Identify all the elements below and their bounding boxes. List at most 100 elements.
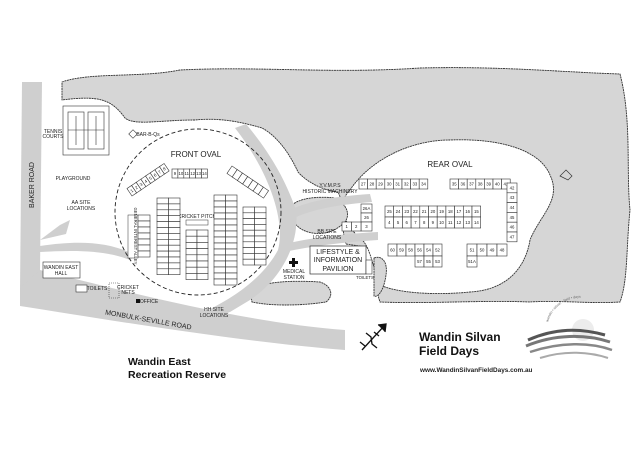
front-site [137,226,151,234]
site-number: 16 [465,209,470,214]
front-site [196,229,209,237]
site-number: 10 [439,220,444,225]
front-site [196,260,209,268]
front-site [185,254,198,262]
front-site [254,258,267,266]
front-site [168,250,181,258]
event-url[interactable]: www.WandinSilvanFieldDays.com.au [419,367,533,374]
front-site [225,230,238,238]
front-site [137,220,151,228]
front-site [168,209,181,217]
tennis-courts [62,105,110,156]
site-number: 34 [421,182,426,187]
bb-sites-label-2: LOCATIONS [313,235,342,241]
front-site [213,218,226,226]
front-site [242,229,255,237]
site-number: 20 [430,209,435,214]
site-number: 26 [364,215,369,220]
front-site [156,250,169,258]
site-number: 7 [414,220,417,225]
front-site [168,221,181,228]
front-site [213,212,226,220]
front-site [225,206,238,214]
internal-road-west [40,242,135,260]
site-number: 40 [495,182,500,187]
front-site [213,230,226,238]
site-47 [506,231,518,243]
pavilion-label-2: INFORMATION [314,257,362,264]
site-2 [351,221,362,232]
front-site [196,242,209,249]
front-site [168,262,181,270]
hh-sites-label: HH SITE [204,307,224,313]
front-site [225,212,238,220]
site-number: 50 [480,248,485,253]
front-site [225,236,238,244]
site-number: 54 [426,248,431,253]
front-site [213,248,226,256]
site-number: 41 [504,182,509,187]
site-number: 3 [139,181,144,187]
front-site [156,268,169,275]
site-number: 11 [185,171,190,176]
front-site [213,254,226,262]
site-number: 7 [157,169,162,175]
site-number: 55 [426,259,431,264]
site-number: 19 [439,209,444,214]
front-site [168,227,181,234]
front-site [185,242,198,249]
front-site [225,248,238,256]
front-site [185,266,198,274]
toilets-hall-label: TOILETS [87,286,108,292]
site-number: 53 [435,259,440,264]
site-number: 47 [510,234,515,239]
front-site [242,206,255,214]
front-site [156,221,169,228]
site-number: 52 [435,248,440,253]
front-site [254,247,267,254]
front-site [156,233,169,240]
event-title-line2: Field Days [419,344,479,358]
rear-oval-label: REAR OVAL [427,160,473,169]
front-site [168,215,181,222]
site-number: 30 [387,182,392,187]
site-number: 42 [510,185,515,190]
site-number: 6 [406,220,409,225]
site-number: 45 [510,215,515,220]
front-site [156,227,169,234]
site-number: 39 [486,182,491,187]
site-number: 8 [162,166,167,172]
pavilion-label-3: PAVILION [322,266,353,273]
front-site [156,203,169,211]
bbq-icon [128,129,138,139]
site-48 [496,243,508,257]
front-site [213,266,226,274]
front-site [168,233,181,240]
site-51A [466,255,478,268]
front-site [168,197,181,205]
site-number: 3 [365,224,368,229]
front-site [225,218,238,226]
field-days-logo: wandin • silvan • field • days [525,295,613,359]
front-site [225,272,238,280]
site-number: 17 [457,209,462,214]
office-label: OFFICE [140,299,159,305]
hall-label-2: HALL [55,271,68,277]
site-14 [471,216,481,229]
front-site [168,203,181,211]
venue-title-line1: Wandin East [128,356,191,368]
site-group-row-51a: 51A [466,255,478,268]
site-number: 24 [396,209,401,214]
front-site [225,194,238,202]
roads [20,82,378,350]
site-number: 48 [500,248,505,253]
front-site [254,212,267,219]
cricket-nets-label-2: NETS [121,290,135,296]
office-icon [136,299,140,303]
front-site [254,229,267,237]
